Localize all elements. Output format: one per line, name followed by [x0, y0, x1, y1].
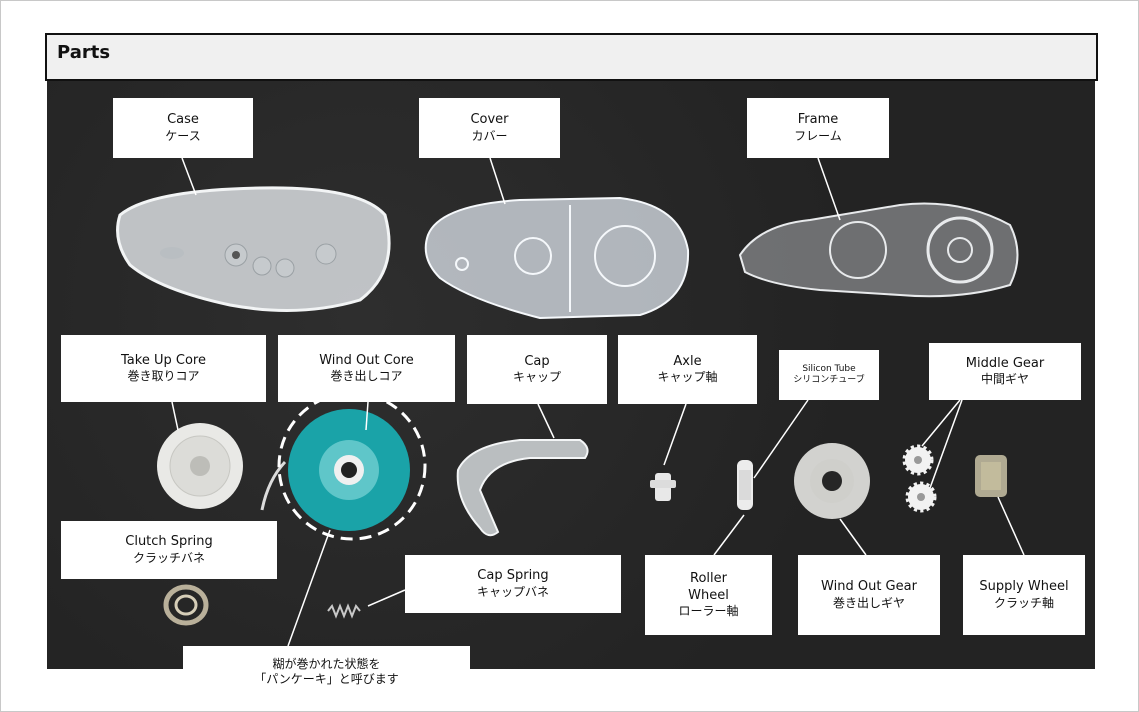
label-wind-out-core-en: Wind Out Core	[319, 352, 414, 368]
label-supply-wheel-ja: クラッチ軸	[993, 595, 1054, 610]
label-cap-spring-ja: キャップバネ	[476, 584, 549, 599]
middle-gear-part	[902, 444, 937, 513]
label-case-ja: ケース	[165, 128, 201, 143]
label-cover-en: Cover	[470, 112, 509, 128]
label-axle-ja: キャップ軸	[657, 370, 718, 385]
label-roller-wheel: Roller Wheel ローラー軸	[645, 555, 772, 635]
label-axle-en: Axle	[673, 353, 702, 369]
supply-wheel-part	[975, 455, 1007, 497]
label-frame-ja: フレーム	[794, 128, 842, 143]
take-up-core-part	[157, 423, 243, 509]
label-silicon-tube-en: Silicon Tube	[802, 363, 856, 374]
label-clutch-spring-en: Clutch Spring	[125, 534, 213, 550]
label-cap-spring-en: Cap Spring	[477, 568, 549, 584]
label-pancake-note: 糊が巻かれた状態を 「パンケーキ」と呼びます	[183, 646, 470, 698]
label-take-up-core-en: Take Up Core	[121, 352, 206, 368]
label-silicon-tube-ja: シリコンチューブ	[793, 375, 865, 385]
roller-wheel-part	[737, 460, 753, 510]
label-roller-wheel-en1: Roller	[690, 571, 727, 587]
label-supply-wheel-en: Supply Wheel	[979, 579, 1069, 595]
label-axle: Axle キャップ軸	[618, 335, 757, 404]
axle-part	[650, 473, 676, 501]
label-frame: Frame フレーム	[747, 98, 889, 158]
clutch-spring-part	[163, 584, 209, 626]
label-supply-wheel: Supply Wheel クラッチ軸	[963, 555, 1085, 635]
cap-spring-part	[327, 603, 361, 619]
label-wind-out-gear: Wind Out Gear 巻き出しギヤ	[798, 555, 940, 635]
pancake-note-line1: 糊が巻かれた状態を	[272, 657, 381, 671]
wind-out-gear-part	[794, 443, 870, 519]
label-take-up-core: Take Up Core 巻き取りコア	[61, 335, 266, 402]
section-title: Parts	[57, 42, 111, 63]
label-wind-out-core-ja: 巻き出しコア	[330, 369, 403, 384]
label-frame-en: Frame	[797, 112, 839, 128]
section-header: Parts	[45, 33, 1098, 81]
case-part	[116, 186, 391, 312]
label-wind-out-gear-en: Wind Out Gear	[821, 579, 917, 595]
frame-part	[738, 202, 1019, 298]
label-case-en: Case	[167, 112, 199, 128]
label-middle-gear-en: Middle Gear	[965, 355, 1045, 371]
cover-part	[424, 196, 690, 320]
label-roller-wheel-en2: Wheel	[688, 587, 729, 603]
label-wind-out-core: Wind Out Core 巻き出しコア	[278, 335, 455, 402]
label-case: Case ケース	[113, 98, 253, 158]
label-middle-gear-ja: 中間ギヤ	[980, 372, 1029, 387]
label-clutch-spring-ja: クラッチバネ	[132, 550, 205, 565]
label-cover: Cover カバー	[419, 98, 560, 158]
label-roller-wheel-ja: ローラー軸	[678, 603, 739, 618]
label-silicon-tube: Silicon Tube シリコンチューブ	[779, 350, 879, 400]
leader-lines	[171, 157, 1025, 647]
label-wind-out-gear-ja: 巻き出しギヤ	[832, 595, 905, 610]
label-clutch-spring: Clutch Spring クラッチバネ	[61, 521, 277, 579]
label-cap-en: Cap	[524, 353, 550, 369]
label-take-up-core-ja: 巻き取りコア	[127, 369, 200, 384]
label-cover-ja: カバー	[471, 128, 508, 143]
label-cap: Cap キャップ	[467, 335, 607, 404]
pancake-note-line2: 「パンケーキ」と呼びます	[254, 672, 399, 686]
label-cap-spring: Cap Spring キャップバネ	[405, 555, 621, 613]
label-cap-ja: キャップ	[512, 370, 561, 385]
label-middle-gear: Middle Gear 中間ギヤ	[929, 343, 1081, 400]
wind-out-core-part	[260, 391, 427, 541]
cap-part	[456, 439, 589, 537]
